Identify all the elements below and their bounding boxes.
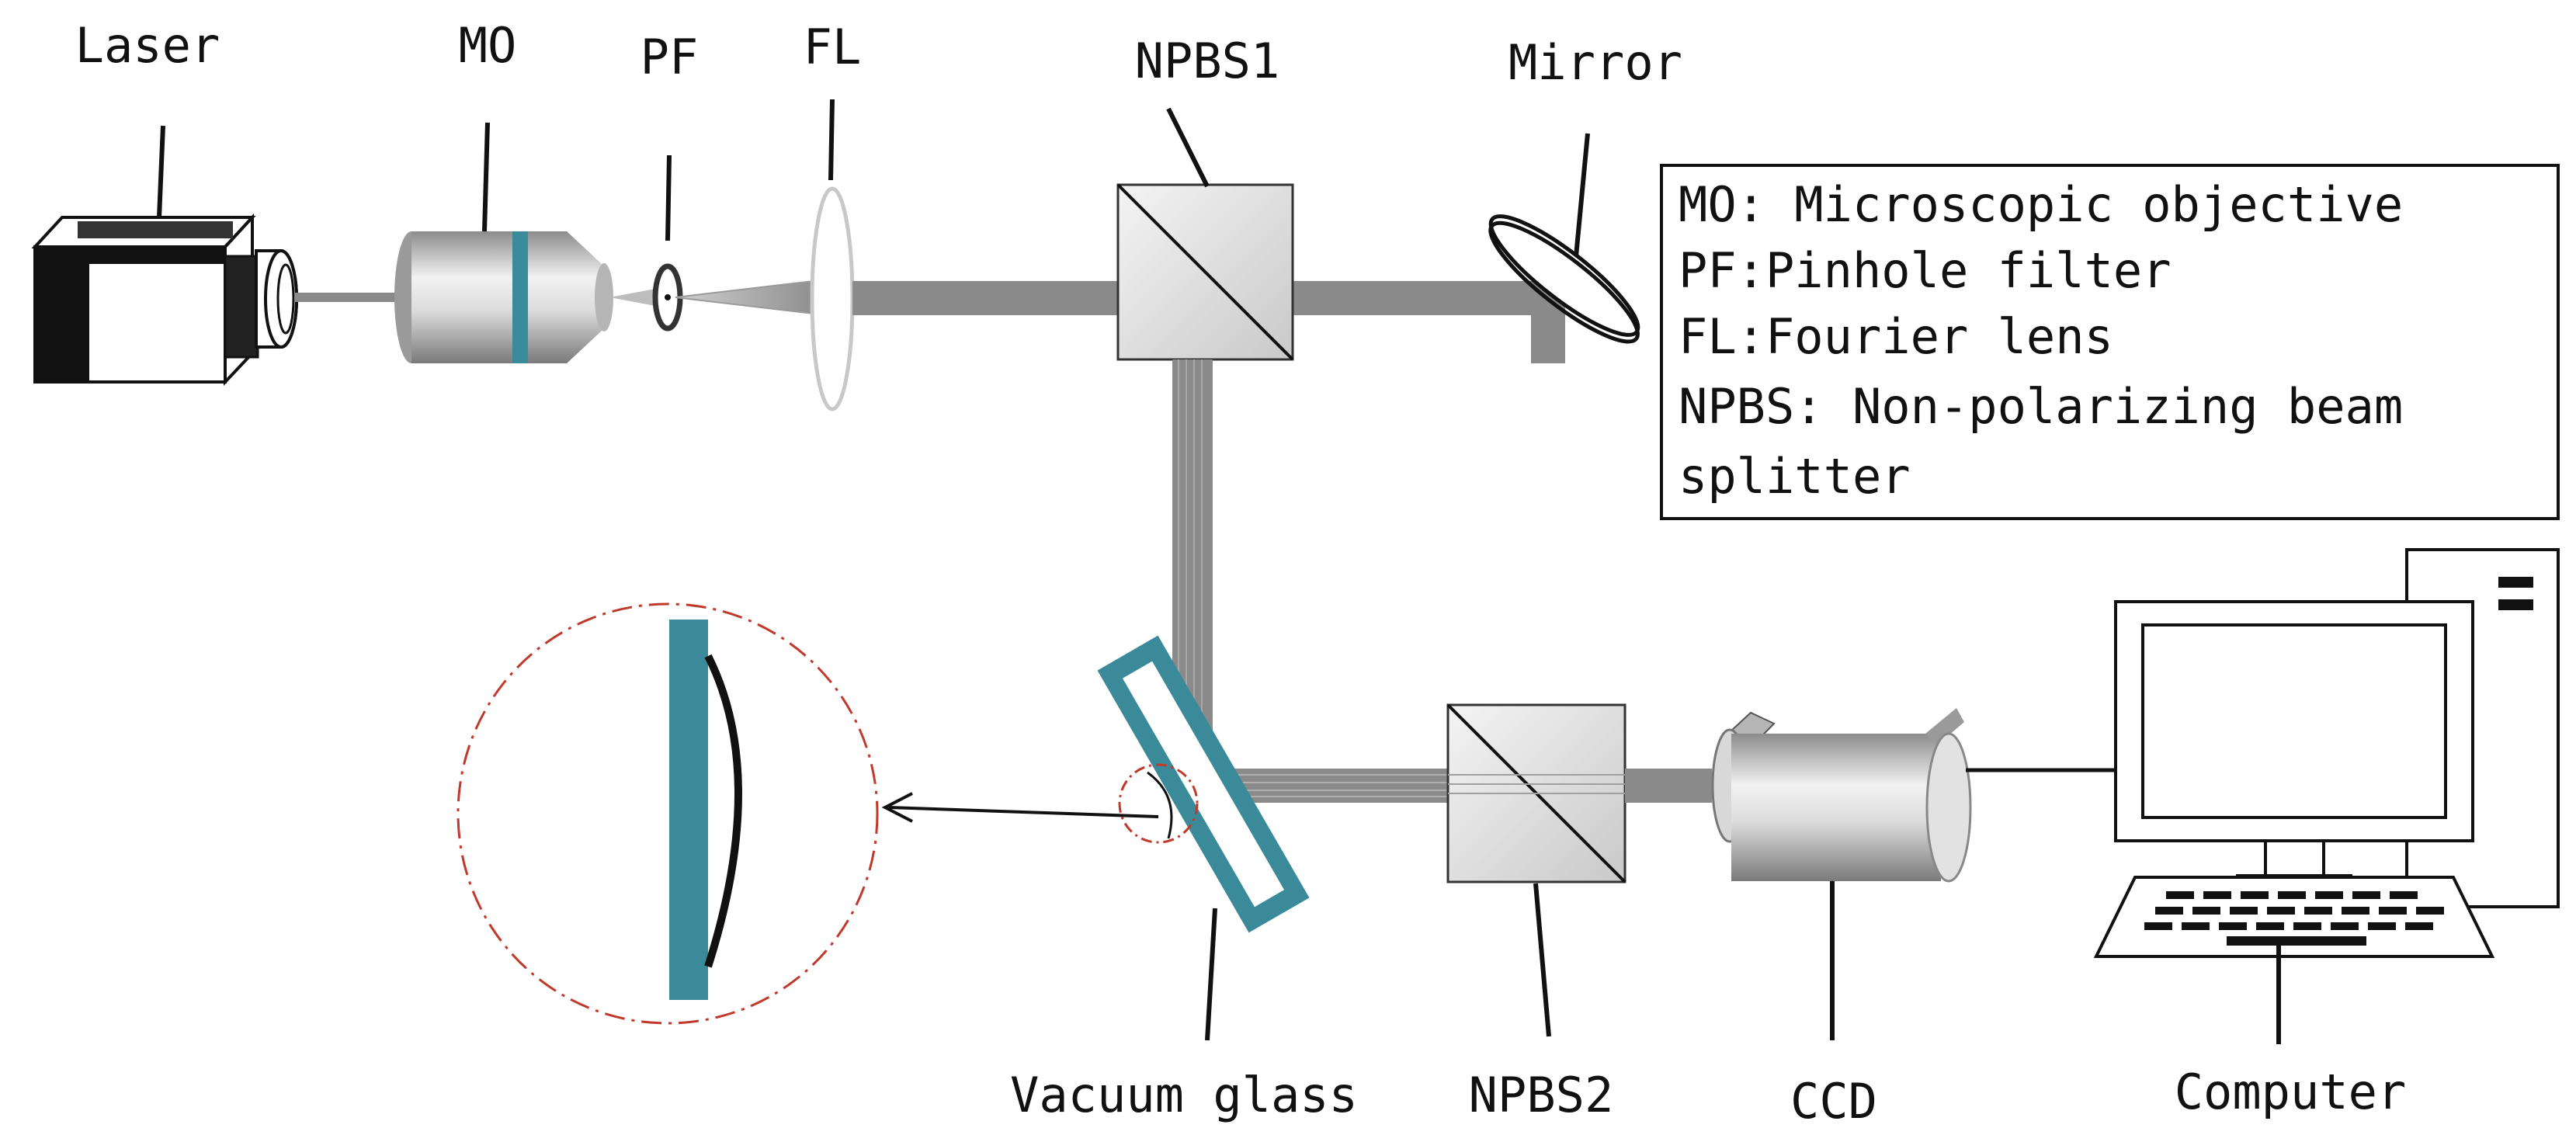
zoom-arrow-line <box>888 806 1159 818</box>
ccd-camera <box>1711 708 1972 883</box>
npbs1-pointer-line <box>1166 107 1210 188</box>
legend-line-5: splitter <box>1679 448 1911 505</box>
zoom-arrow-head <box>881 792 913 823</box>
npbs1-cube <box>1116 183 1294 361</box>
zoom-detail <box>457 602 879 1025</box>
mo-pointer-line <box>482 122 490 232</box>
label-ccd: CCD <box>1790 1073 1877 1130</box>
vacuum-pointer-line <box>1205 908 1217 1041</box>
beam-cone-mo-pf <box>609 287 664 307</box>
zoom-source-circle <box>1118 763 1199 844</box>
npbs2-pointer-line <box>1533 883 1551 1037</box>
legend-box <box>1660 164 2560 520</box>
legend-line-1: MO: Microscopic objective <box>1679 176 2403 233</box>
fourier-lens <box>810 186 855 411</box>
vacuum-glass <box>1097 635 1310 933</box>
zoom-source-curve <box>1147 771 1173 839</box>
pf-pointer-line <box>665 154 672 241</box>
label-mo: MO <box>459 17 517 74</box>
label-fl: FL <box>804 19 862 75</box>
label-npbs2: NPBS2 <box>1469 1067 1614 1123</box>
microscopic-objective <box>394 231 613 363</box>
npbs2-cube <box>1446 703 1626 883</box>
computer <box>2093 548 2560 958</box>
beam-laser-mo <box>295 293 396 302</box>
label-computer: Computer <box>2175 1064 2407 1120</box>
laser-pointer-line <box>157 125 165 218</box>
label-mirror: Mirror <box>1508 34 1682 91</box>
beam-fan-pf-fl <box>675 279 827 315</box>
legend-line-3: FL:Fourier lens <box>1679 308 2113 365</box>
legend-line-2: PF:Pinhole filter <box>1679 242 2172 299</box>
laser-body <box>31 213 298 387</box>
mirror <box>1488 214 1640 344</box>
beam-npbs2-ccd <box>1625 769 1712 803</box>
legend-line-4: NPBS: Non-polarizing beam <box>1679 378 2403 435</box>
label-pf: PF <box>641 29 699 85</box>
fl-pointer-line <box>828 99 835 181</box>
mirror-pointer-line <box>1574 133 1590 257</box>
label-npbs1: NPBS1 <box>1135 33 1280 89</box>
label-vacuum-glass: Vacuum glass <box>1010 1067 1358 1123</box>
label-laser: Laser <box>75 17 220 74</box>
